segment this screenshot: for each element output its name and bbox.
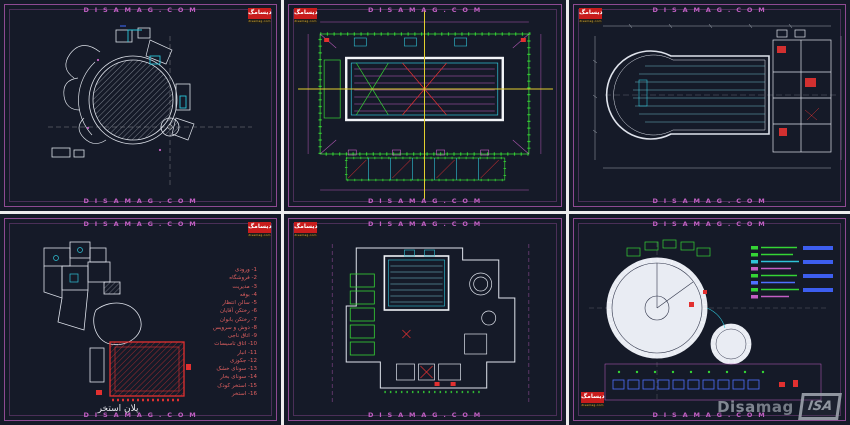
legend-item: 14- سونای بخار [220, 374, 257, 381]
disamag-banner-bottom: D I S A M A G . C O M [652, 411, 767, 419]
legend-item: 7- رختکن بانوان [219, 316, 257, 323]
watermark-brand-a: Disa [717, 397, 756, 416]
sheet-panel-facility-plan: D I S A M A G . C O M D I S A M A G . C … [284, 214, 566, 425]
legend-item: 9- اتاق ناجی [227, 333, 257, 339]
disamag-banner-top: D I S A M A G . C O M [367, 220, 483, 228]
stamp-site: disamag.com [248, 232, 271, 238]
legend-item: 12- جکوزی [230, 357, 257, 364]
legend-item: 2- فروشگاه [229, 275, 257, 282]
legend-item: 6- رختکن آقایان [220, 308, 257, 315]
stamp-site: disamag.com [294, 232, 317, 238]
sheet-panel-pool-hall-plan: D I S A M A G . C O M D I S A M A G . C … [284, 0, 566, 211]
sheet-panel-site-plan: D I S A M A G . C O M D I S A M A G . C … [569, 214, 850, 425]
disamag-banner-bottom: D I S A M A G . C O M [652, 197, 767, 205]
publisher-stamp: دیسامگ disamag.com [248, 222, 272, 238]
sheet-panel-circular-plan: D I S A M A G . C O M D I S A M A G . C … [0, 0, 281, 211]
watermark-brand-b: mag [755, 397, 794, 416]
stamp-brand: دیسامگ [294, 8, 318, 19]
legend-item: 5- سالن انتظار [222, 300, 257, 306]
watermark-brand: Disamag [717, 398, 794, 416]
disamag-banner-bottom: D I S A M A G . C O M [83, 411, 198, 419]
stamp-site: disamag.com [248, 18, 271, 24]
legend-item: 4- بوفه [239, 291, 257, 298]
disamag-banner-bottom: D I S A M A G . C O M [367, 197, 483, 205]
stamp-brand: دیسامگ [581, 392, 605, 403]
plan-legend: 1- ورودی 2- فروشگاه 3- مدیریت 4- بوفه 5-… [213, 266, 257, 398]
disamag-banner-top: D I S A M A G . C O M [83, 6, 198, 14]
publisher-stamp: دیسامگ disamag.com [581, 392, 605, 408]
publisher-stamp: دیسامگ disamag.com [248, 8, 272, 24]
sheet-panel-pool-dimension-plan: D I S A M A G . C O M D I S A M A G . C … [569, 0, 850, 211]
stamp-site: disamag.com [579, 18, 602, 24]
plan-title: پلان استخر [97, 404, 139, 414]
stamp-brand: دیسامگ [579, 8, 603, 19]
stamp-site: disamag.com [581, 403, 604, 408]
legend-item: 10- اتاق تاسیسات [214, 341, 257, 348]
legend-item: 15- استخر کودک [217, 382, 257, 389]
publisher-stamp: دیسامگ disamag.com [294, 222, 318, 238]
legend-item: 11- انبار [237, 349, 257, 356]
irregular-plan-drawing [43, 241, 191, 402]
disamag-banner-top: D I S A M A G . C O M [652, 220, 767, 228]
legend-item: 8- دوش و سرویس [212, 324, 257, 331]
legend-item: 1- ورودی [235, 267, 257, 273]
watermark: Disamag ISA [717, 393, 842, 420]
disamag-banner-top: D I S A M A G . C O M [83, 220, 198, 228]
disamag-banner-top: D I S A M A G . C O M [367, 6, 483, 14]
stamp-brand: دیسامگ [248, 8, 272, 19]
publisher-stamp: دیسامگ disamag.com [294, 8, 318, 24]
sheet-panel-pool-plan-legend: D I S A M A G . C O M D I S A M A G . C … [0, 214, 281, 425]
legend-item: 13- سونای خشک [216, 366, 257, 372]
isa-logo: ISA [797, 393, 842, 420]
disamag-banner-top: D I S A M A G . C O M [652, 6, 767, 14]
legend-item: 3- مدیریت [232, 283, 257, 290]
circular-plan-drawing [48, 25, 252, 186]
facility-plan-drawing [331, 244, 530, 402]
stamp-brand: دیسامگ [248, 222, 272, 233]
publisher-stamp: دیسامگ disamag.com [579, 8, 603, 24]
pool-hall-drawing [298, 10, 553, 200]
site-plan-drawing [589, 239, 833, 402]
legend-item: 16- استخر [231, 390, 257, 397]
pool-dimension-drawing [592, 23, 842, 169]
disamag-banner-bottom: D I S A M A G . C O M [83, 197, 198, 205]
stamp-brand: دیسامگ [294, 222, 318, 233]
disamag-banner-bottom: D I S A M A G . C O M [367, 411, 483, 419]
stamp-site: disamag.com [294, 18, 317, 24]
